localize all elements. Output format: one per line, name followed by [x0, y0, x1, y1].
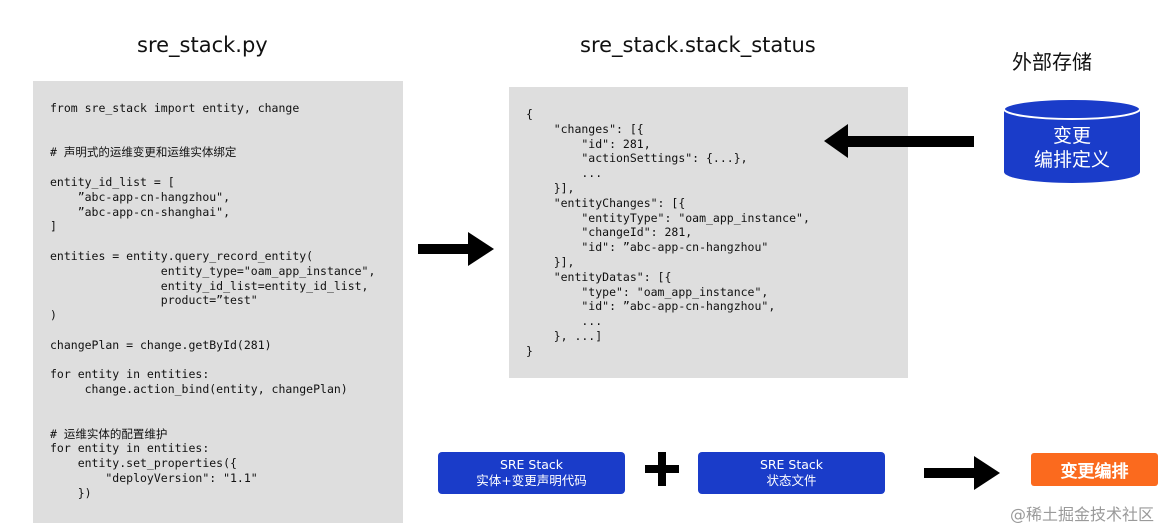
plus-icon — [645, 452, 679, 486]
database-icon — [1003, 98, 1141, 183]
code-block: from sre_stack import entity, change # 声… — [50, 101, 376, 500]
result-arrow-icon — [924, 456, 1000, 490]
code-title: sre_stack.py — [137, 33, 268, 57]
change-orchestration-box: 变更编排 — [1031, 453, 1158, 486]
storage-title: 外部存储 — [1012, 50, 1092, 74]
watermark: @稀土掘金技术社区 — [1009, 505, 1154, 524]
state-file-line1: SRE Stack — [759, 457, 824, 472]
state-code-block: { "changes": [{ "id": 281, "actionSettin… — [526, 107, 810, 358]
code-declaration-box: SRE Stack 实体+变更声明代码 — [438, 452, 625, 494]
database-label: 变更 编排定义 — [1004, 124, 1140, 172]
code-declaration-line1: SRE Stack — [499, 457, 564, 472]
database-label-line1: 变更 — [1052, 125, 1091, 147]
code-panel: from sre_stack import entity, change # 声… — [33, 81, 403, 523]
state-file-box: SRE Stack 状态文件 — [698, 452, 885, 494]
code-declaration-line2: 实体+变更声明代码 — [476, 473, 587, 488]
database-label-line2: 编排定义 — [1033, 149, 1110, 171]
arrow-left-icon — [824, 124, 974, 158]
state-title: sre_stack.stack_status — [580, 33, 816, 57]
state-file-line2: 状态文件 — [766, 473, 817, 488]
arrow-right-icon — [418, 232, 494, 266]
